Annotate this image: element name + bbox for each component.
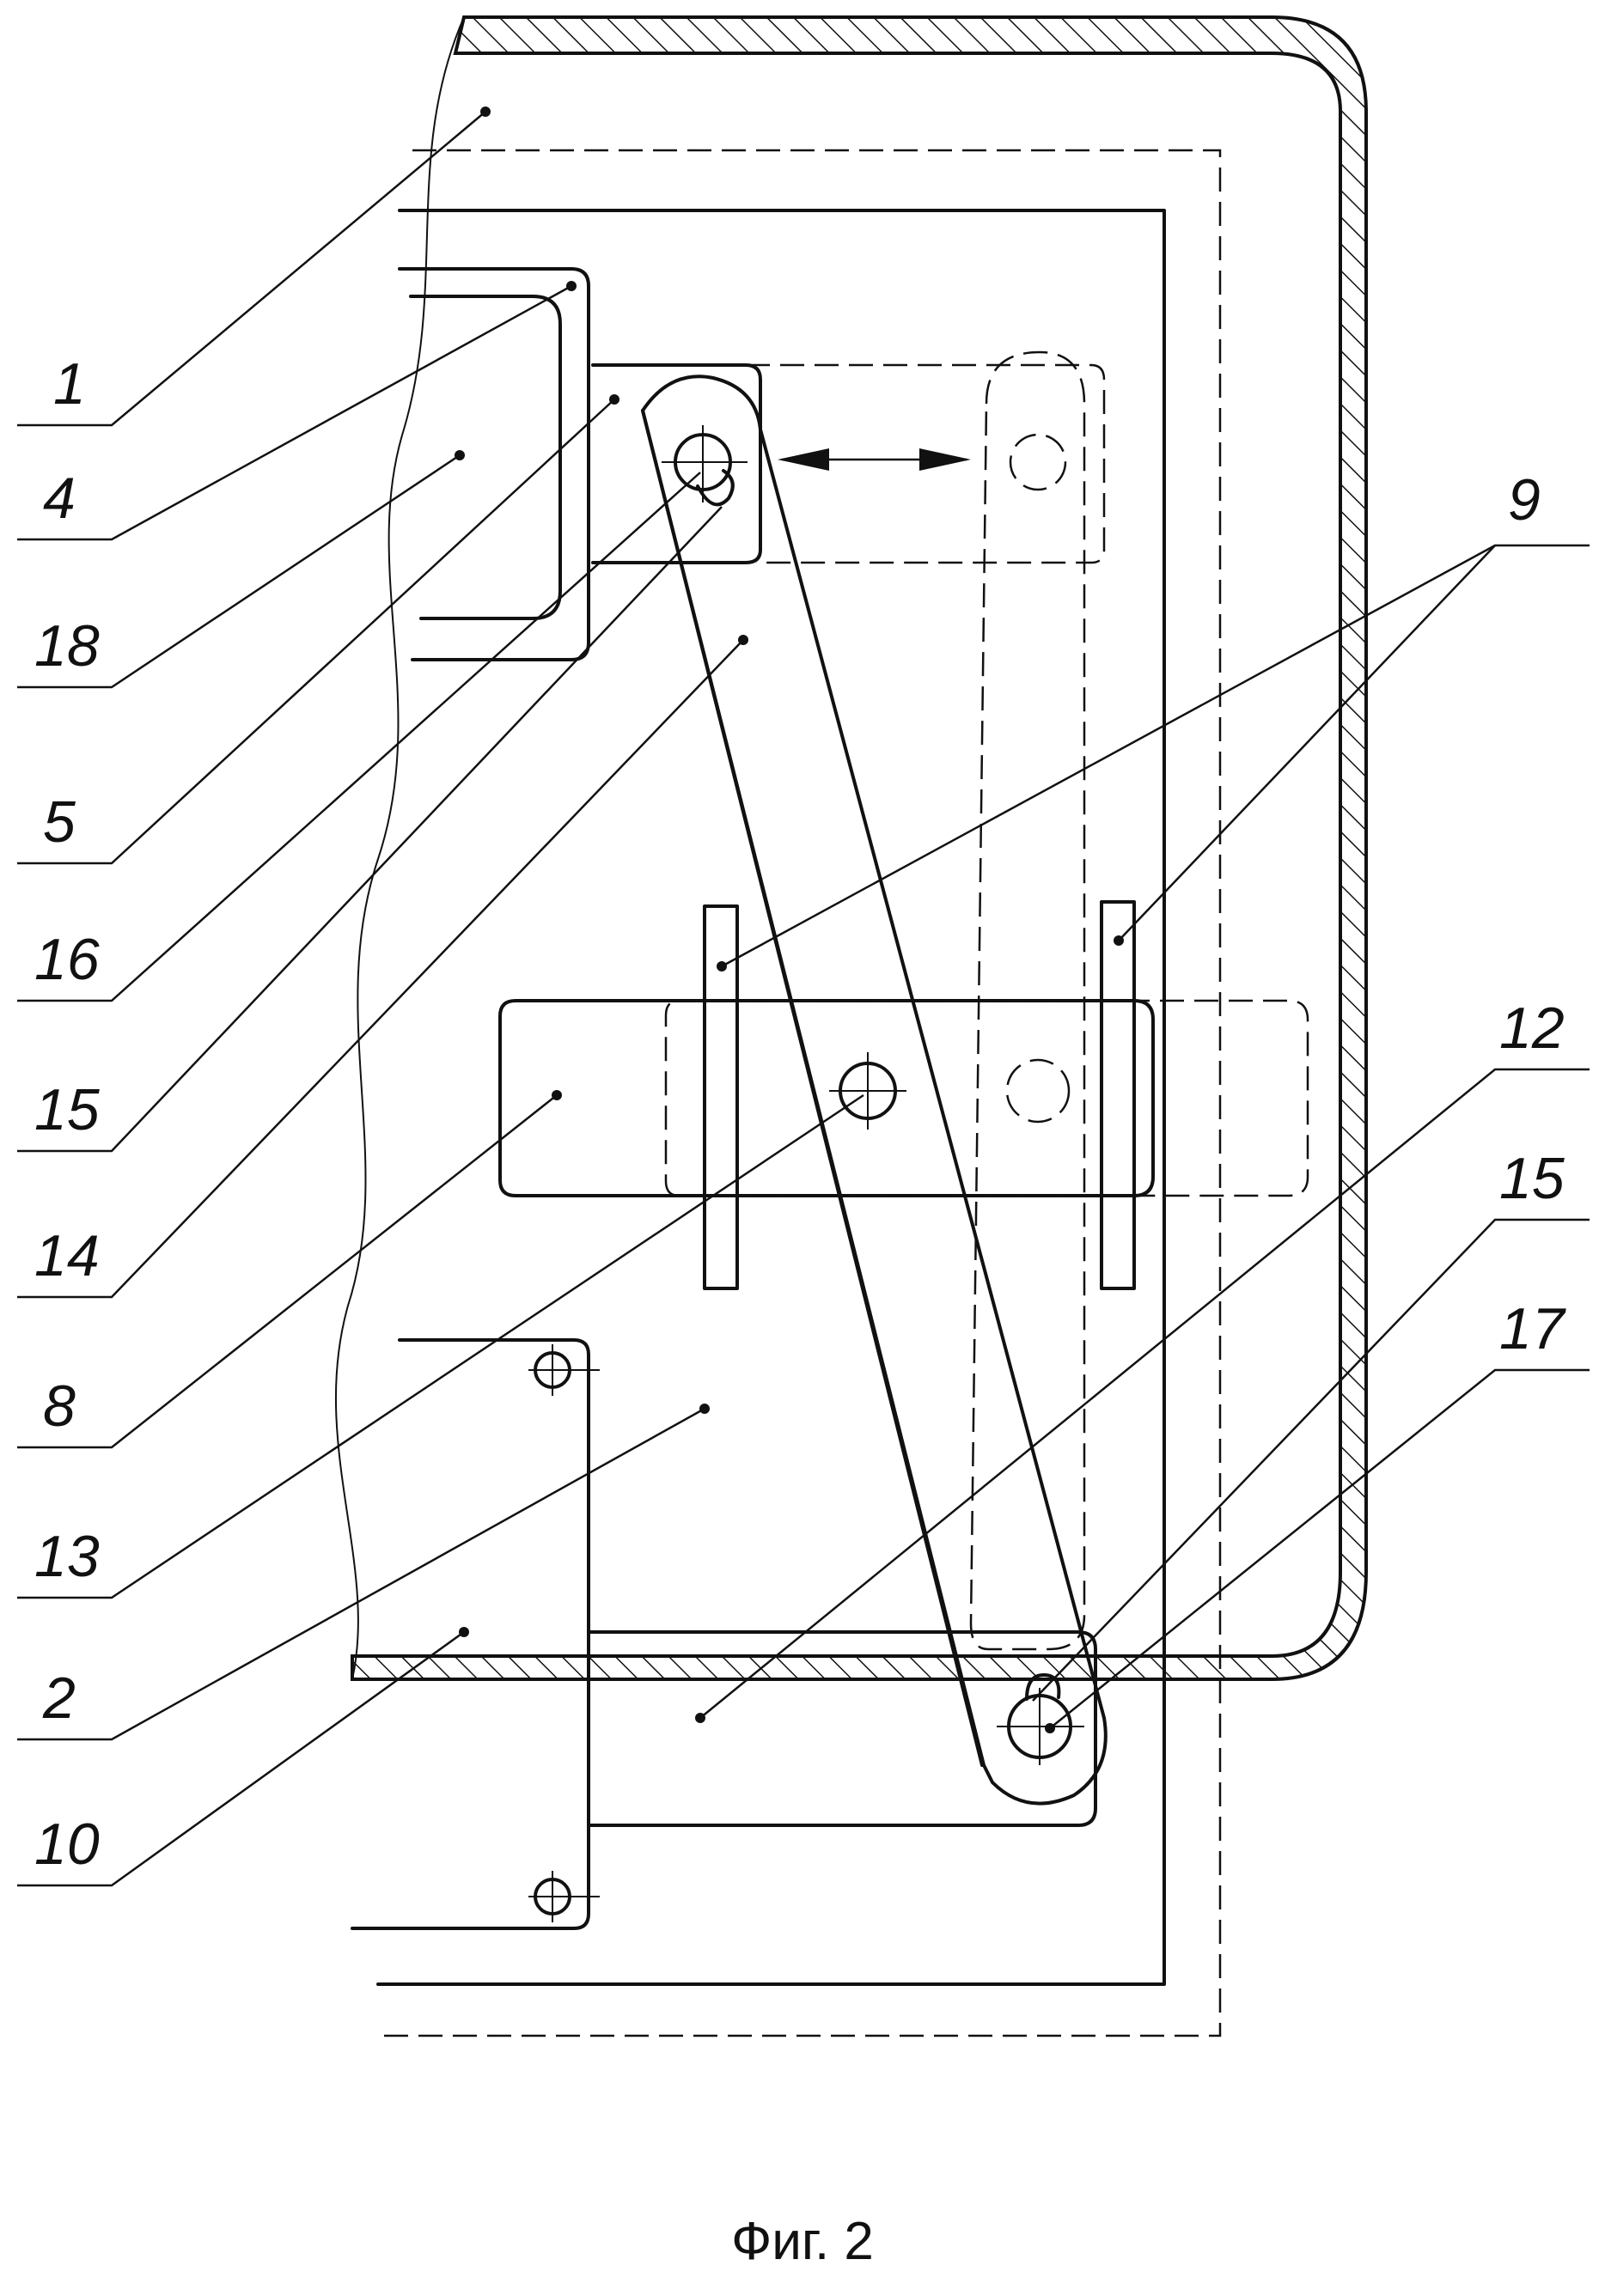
pivot-13	[829, 1052, 906, 1130]
label-15-right: 15	[1499, 1146, 1565, 1211]
label-2: 2	[42, 1666, 76, 1731]
leader-lines	[17, 111, 1590, 1887]
label-4: 4	[43, 466, 76, 531]
label-9: 9	[1508, 467, 1541, 533]
label-15-left: 15	[34, 1077, 100, 1142]
cover-contour	[378, 149, 1222, 2037]
label-12: 12	[1499, 996, 1565, 1061]
alt-pin-mid	[1005, 1058, 1071, 1124]
leader-dots	[455, 107, 1124, 1733]
lever-14-inner-edge	[641, 409, 984, 1767]
label-8: 8	[43, 1373, 76, 1439]
pin-top	[662, 425, 748, 507]
label-17: 17	[1499, 1296, 1566, 1361]
label-18: 18	[34, 613, 100, 679]
guide-9-left	[703, 904, 739, 1290]
lever-alt-position	[969, 350, 1086, 1651]
part-10	[351, 1338, 600, 1930]
label-14: 14	[34, 1223, 100, 1288]
alt-pin-top	[1009, 433, 1067, 491]
break-line	[334, 16, 465, 1680]
housing-wall	[351, 15, 1368, 1681]
pin-bottom	[997, 1673, 1084, 1765]
slider-8-alt	[664, 999, 1309, 1197]
label-13: 13	[34, 1524, 100, 1589]
figure-caption: Фиг. 2	[731, 2212, 874, 2271]
label-5: 5	[43, 789, 76, 855]
reference-numerals: 1 4 18 5 16 15 14 8 13 2 10 9 12 15 17	[34, 351, 1566, 1877]
part-12	[587, 1630, 1097, 1827]
label-16: 16	[34, 927, 100, 992]
label-10: 10	[34, 1812, 100, 1877]
slider-8	[498, 999, 1155, 1197]
base-plate	[376, 209, 1166, 1986]
lever-14	[641, 375, 1108, 1806]
label-1: 1	[53, 351, 86, 417]
motion-arrow	[778, 448, 971, 471]
slider-alt-position	[746, 363, 1106, 564]
guide-9-right	[1100, 900, 1136, 1290]
